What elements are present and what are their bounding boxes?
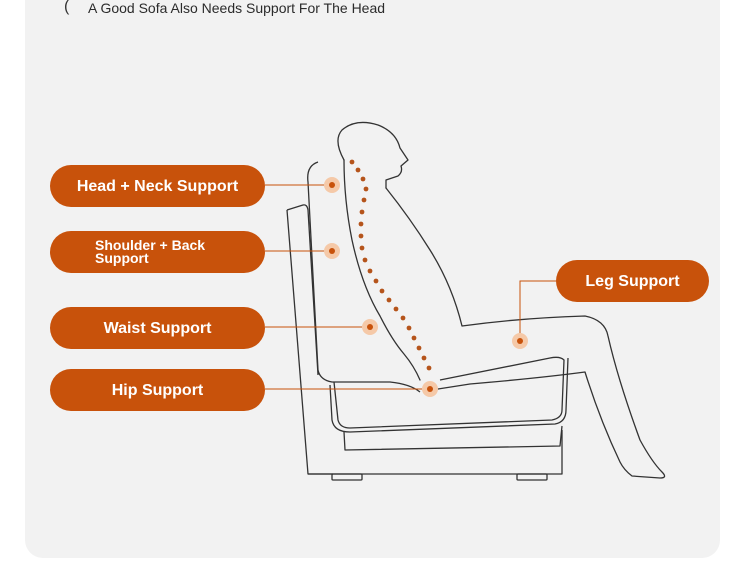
head-neck-support-label: Head + Neck Support xyxy=(50,165,265,207)
leg-support-text: Leg Support xyxy=(585,272,680,290)
shoulder-back-support-text: Shoulder + Back Support xyxy=(95,237,206,266)
leg-support-label: Leg Support xyxy=(556,260,709,302)
leader-lines xyxy=(265,184,556,390)
person-outline xyxy=(337,121,666,479)
shoulder-back-support-label: Shoulder + Back Support xyxy=(50,231,265,273)
sofa-outline xyxy=(286,161,569,481)
support-markers xyxy=(324,177,528,397)
hip-support-text: Hip Support xyxy=(111,381,204,399)
spine-dots xyxy=(349,159,432,371)
title-bracket: ( xyxy=(64,0,70,15)
waist-support-label: Waist Support xyxy=(50,307,265,349)
page-title: A Good Sofa Also Needs Support For The H… xyxy=(88,0,386,16)
waist-support-text: Waist Support xyxy=(103,319,212,337)
hip-support-label: Hip Support xyxy=(50,369,265,411)
head-neck-support-text: Head + Neck Support xyxy=(76,177,239,195)
